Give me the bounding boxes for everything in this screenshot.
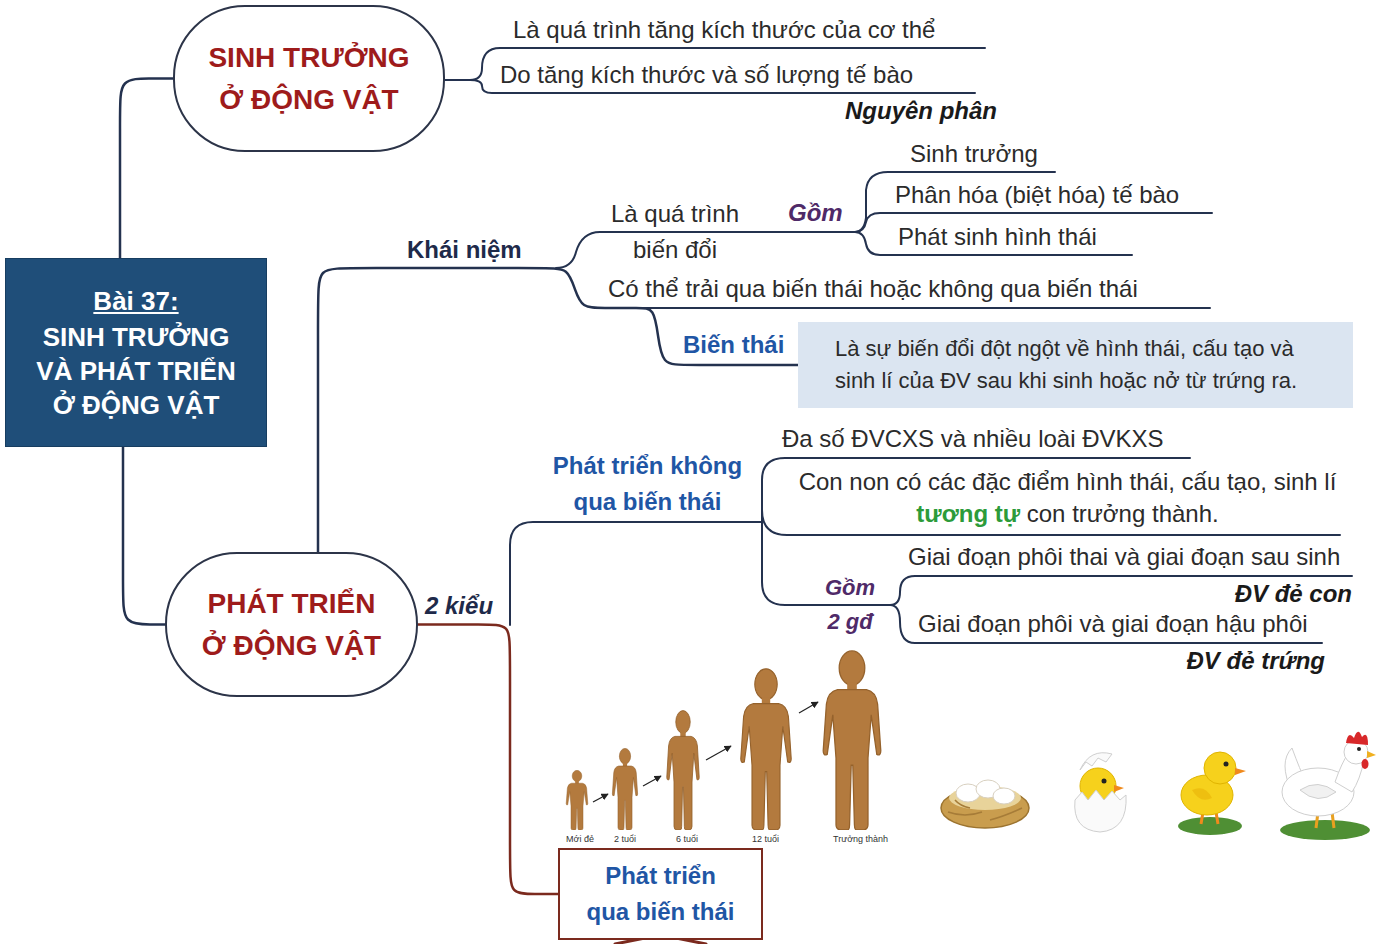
lesson-title-box: Bài 37:SINH TRƯỞNG VÀ PHÁT TRIỂN Ở ĐỘNG …	[5, 258, 267, 447]
human-figure	[612, 748, 637, 830]
growth-arrow	[643, 776, 661, 786]
hen-beak	[1367, 751, 1376, 758]
branch-text: Do tăng kích thước và số lượng tế bào	[500, 61, 913, 89]
branch-text: Là quá trình tăng kích thước của cơ thể	[513, 16, 935, 44]
chick-eye	[1102, 779, 1107, 784]
chick-beak	[1114, 785, 1124, 792]
growth-arrow	[593, 794, 608, 802]
figure-caption: 12 tuổi	[752, 834, 779, 845]
branch-line	[510, 522, 762, 625]
edge-label: 2 kiểu	[425, 592, 493, 620]
text-run: điểm	[1017, 468, 1076, 495]
chick-head	[1204, 752, 1236, 784]
branch-line	[890, 605, 1322, 643]
text-run: thành.	[1152, 500, 1219, 527]
human-figure	[741, 669, 791, 830]
hatching-chick	[1080, 768, 1116, 804]
growth-arrow	[706, 746, 731, 760]
figure-caption: 6 tuổi	[676, 834, 698, 845]
branch-heading: Khái niệm	[407, 236, 522, 264]
branch-text: Là quá trình biến đổi	[600, 196, 750, 268]
branch-text: Con non có các đặc điểm hình thái, cấu t…	[790, 466, 1345, 530]
note-text: ĐV đẻ trứng	[1187, 647, 1325, 675]
egg-shell	[1075, 790, 1126, 832]
topic-title: PHÁT TRIỂN Ở ĐỘNG VẬT	[195, 583, 388, 667]
branch-keyword: Gồm 2 gđ	[821, 571, 879, 639]
text-run: hình	[1076, 468, 1129, 495]
hen-comb	[1346, 732, 1368, 745]
branch-text: Giai đoạn phôi thai và giai đoạn sau sin…	[908, 543, 1340, 571]
human-figure	[823, 651, 881, 830]
text-run: con	[1027, 500, 1072, 527]
egg	[976, 780, 1000, 798]
chick-legs	[1201, 812, 1218, 824]
definition-box: Là sự biến đổi đột ngột về hình thái, cấ…	[798, 322, 1353, 408]
hen-body	[1282, 768, 1354, 816]
hen-head	[1344, 740, 1368, 764]
topic-pill: PHÁT TRIỂN Ở ĐỘNG VẬT	[165, 552, 418, 697]
branch-title: Phát triển qua biến thái	[584, 858, 737, 930]
text-run: sinh	[1274, 468, 1325, 495]
branch-text: Giai đoạn phôi và giai đoạn hậu phôi	[918, 610, 1308, 638]
note-text: ĐV đẻ con	[1235, 580, 1352, 608]
nest	[941, 788, 1029, 828]
hen-wing	[1300, 784, 1336, 798]
chick-eye	[1224, 762, 1229, 767]
chick-wing	[1192, 788, 1212, 800]
egg	[956, 784, 980, 802]
egg-shell	[1080, 753, 1112, 770]
growth-arrow	[799, 702, 818, 713]
figure-caption: Mới đẻ	[566, 834, 594, 845]
text-run: tạo,	[1227, 468, 1274, 495]
grass-base	[1178, 817, 1242, 835]
chick-body	[1181, 775, 1233, 815]
text-run: trưởng	[1072, 500, 1152, 527]
text-run: có	[896, 468, 928, 495]
hen-legs	[1316, 812, 1334, 828]
text-run: Con	[799, 468, 850, 495]
branch-connector	[318, 268, 798, 552]
hen-wattle	[1362, 759, 1369, 769]
text-run: các	[928, 468, 972, 495]
human-figure	[667, 711, 699, 830]
hen-eye	[1357, 747, 1361, 751]
topic-pill: SINH TRƯỞNG Ở ĐỘNG VẬT	[173, 5, 445, 152]
text-run: thái,	[1130, 468, 1182, 495]
text-run: non	[849, 468, 896, 495]
text-run: tự	[995, 500, 1027, 527]
figure-caption: 2 tuổi	[614, 834, 636, 845]
human-figure	[566, 770, 588, 830]
egg	[993, 788, 1015, 804]
topic-title: SINH TRƯỞNG Ở ĐỘNG VẬT	[199, 37, 419, 121]
text-run: cấu	[1182, 468, 1227, 495]
branch-line	[640, 307, 1210, 309]
branch-keyword: Gồm	[788, 199, 843, 227]
nest	[949, 786, 1021, 810]
hen-tail	[1285, 748, 1306, 792]
lesson-number: Bài 37:	[93, 284, 178, 318]
branch-connector	[123, 447, 165, 625]
nest-straw	[948, 800, 1022, 820]
branch-text: Có thể trải qua biến thái hoặc không qua…	[608, 275, 1138, 303]
branch-heading: Biến thái	[683, 331, 784, 359]
branch-text: Sinh trưởng	[910, 140, 1038, 168]
grass-base	[1280, 820, 1370, 840]
figure-caption: Trưởng thành	[833, 834, 888, 845]
lesson-title: SINH TRƯỞNG VÀ PHÁT TRIỂN Ở ĐỘNG VẬT	[28, 320, 244, 422]
text-run: tương	[916, 500, 994, 527]
note-text: Nguyên phân	[845, 97, 997, 125]
branch-connector	[120, 79, 173, 259]
branch-box: Phát triển qua biến thái	[558, 848, 763, 940]
text-run: lí	[1324, 468, 1336, 495]
branch-text: Đa số ĐVCXS và nhiều loài ĐVKXS	[782, 425, 1164, 453]
branch-text: Phát sinh hình thái	[898, 223, 1097, 251]
branch-heading: Phát triển không qua biến thái	[540, 448, 755, 520]
hen-neck	[1335, 754, 1364, 792]
text-run: đặc	[972, 468, 1017, 495]
branch-connector	[418, 625, 558, 895]
definition-text: Là sự biến đổi đột ngột về hình thái, cấ…	[835, 333, 1316, 397]
branch-text: Phân hóa (biệt hóa) tế bào	[895, 181, 1179, 209]
chick-beak	[1235, 768, 1246, 775]
